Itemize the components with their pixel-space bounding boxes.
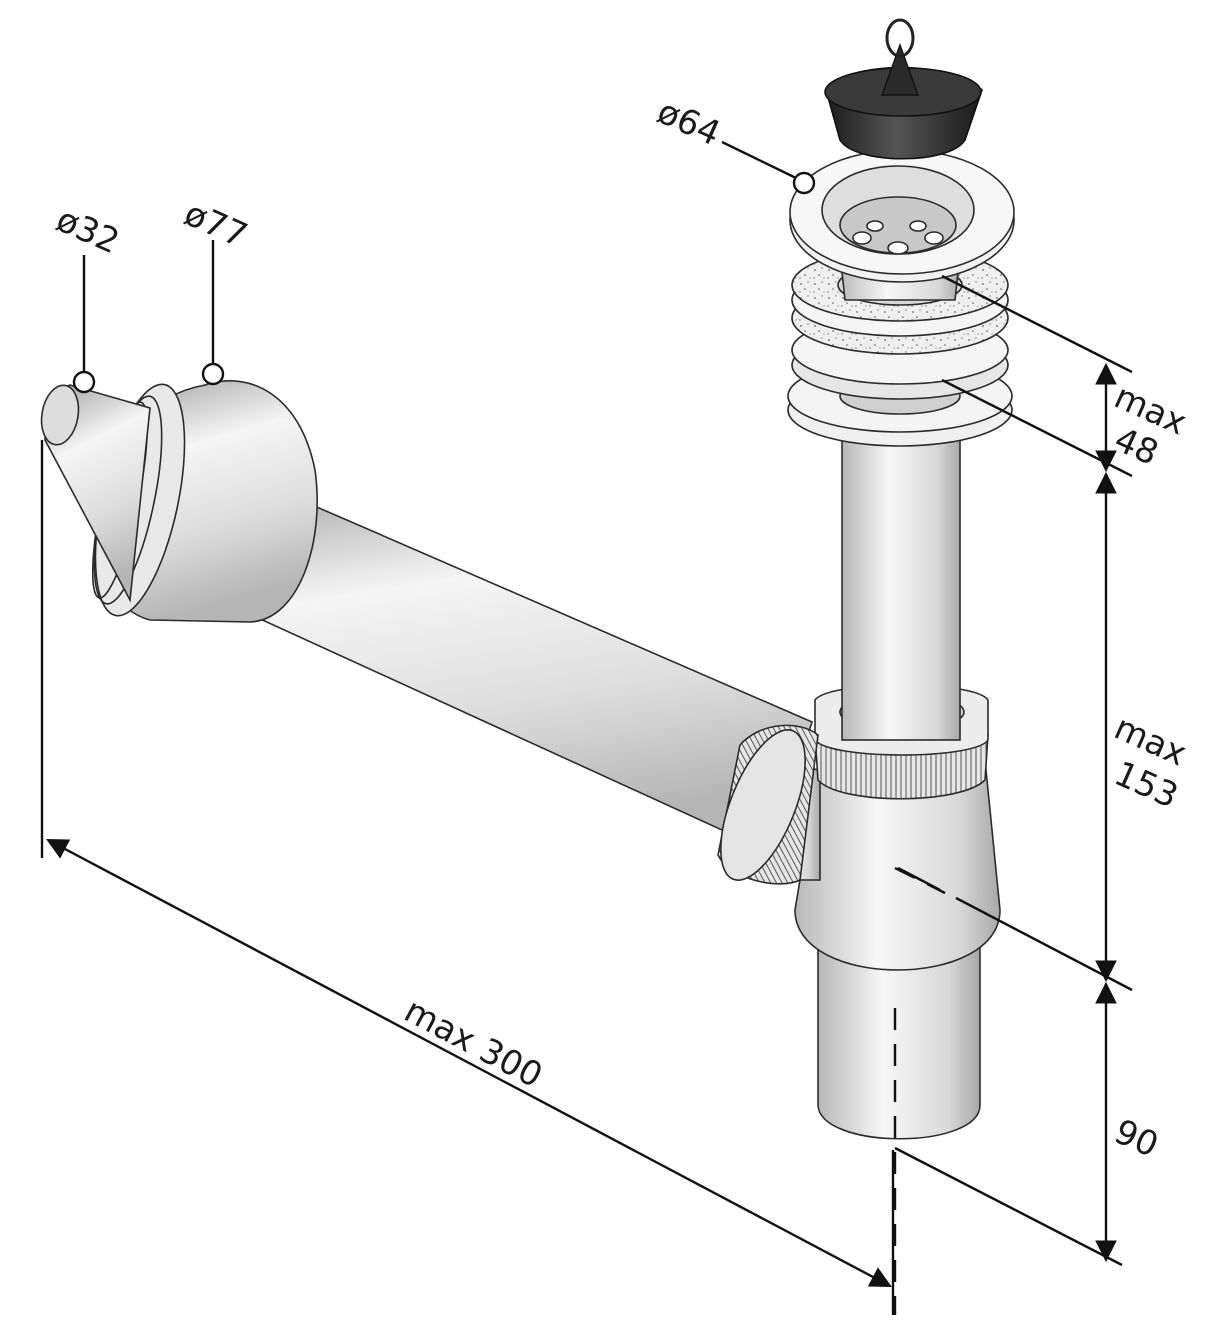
rubber-stopper: [824, 18, 983, 160]
wall-spigot: [40, 384, 151, 603]
label-d64: ø64: [651, 92, 726, 155]
label-d32: ø32: [50, 200, 125, 263]
label-dim90: 90: [1108, 1112, 1164, 1166]
wall-flange: [91, 380, 318, 623]
waste-assembly: [787, 149, 1015, 447]
label-d77: ø77: [178, 194, 253, 257]
label-max300: max 300: [398, 991, 549, 1097]
inlet-pipe: [841, 439, 961, 741]
trap-body: [717, 684, 1001, 1140]
